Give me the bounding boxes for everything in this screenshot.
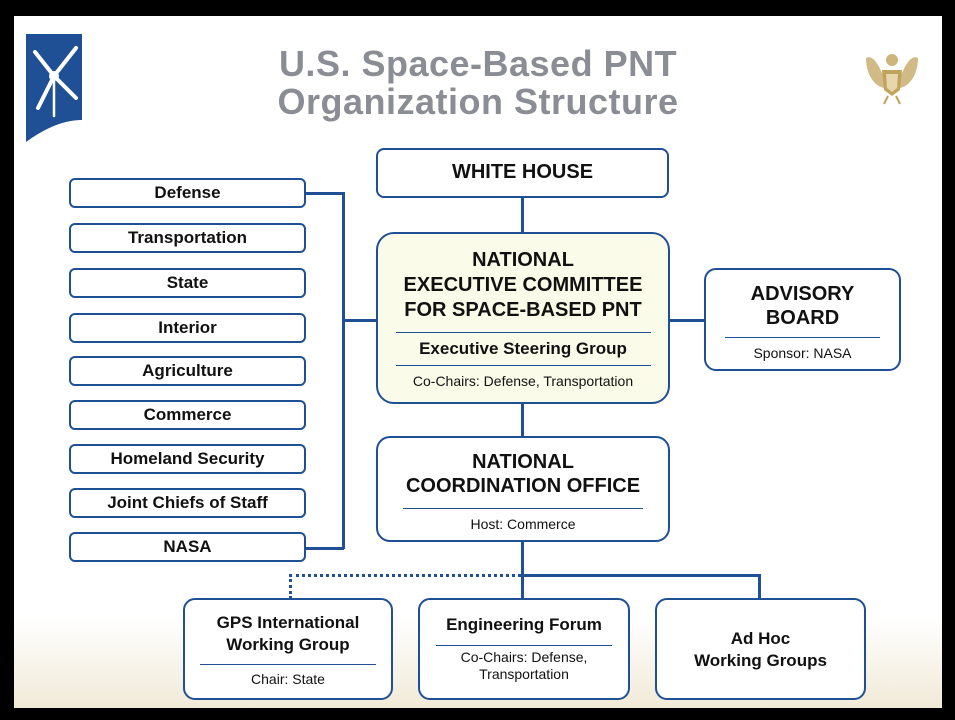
national-coordination-office-box: NATIONAL COORDINATION OFFICE Host: Comme…	[376, 436, 670, 542]
gps-working-group-title-line: GPS International	[216, 613, 360, 632]
agency-box-transportation: Transportation	[69, 223, 306, 253]
excom-cochairs-label: Co-Chairs: Defense, Transportation	[412, 373, 634, 389]
agency-box-defense: Defense	[69, 178, 306, 208]
advisory-board-title: ADVISORY BOARD	[706, 282, 899, 330]
title-line-1: U.S. Space-Based PNT	[278, 43, 678, 84]
white-house-label: WHITE HOUSE	[451, 161, 594, 183]
agency-box-homeland-security: Homeland Security	[69, 444, 306, 474]
agency-box-agriculture: Agriculture	[69, 356, 306, 386]
nco-title: NATIONAL COORDINATION OFFICE	[378, 450, 668, 498]
engineering-forum-cochairs-label: Co-Chairs: Defense, Transportation	[420, 649, 628, 683]
advisory-board-title-line: ADVISORY	[750, 283, 855, 305]
dotted-connector-line	[289, 574, 292, 599]
gps-working-group-chair-label: Chair: State	[251, 671, 325, 687]
groups-bus-line	[521, 574, 760, 577]
gps-working-group-title-line: Working Group	[226, 635, 350, 654]
advisory-board-box: ADVISORY BOARD Sponsor: NASA	[704, 268, 901, 371]
agency-box-joint-chiefs-of-staff: Joint Chiefs of Staff	[69, 488, 306, 518]
nco-to-groups-line	[521, 540, 524, 576]
nco-host-label: Host: Commerce	[470, 516, 576, 532]
national-executive-committee-box: NATIONAL EXECUTIVE COMMITTEE FOR SPACE-B…	[376, 232, 670, 404]
advisory-board-sponsor-label: Sponsor: NASA	[753, 345, 852, 361]
excom-title-line: FOR SPACE-BASED PNT	[404, 299, 642, 321]
excom-to-advisory-line	[670, 319, 704, 322]
nco-divider	[403, 508, 643, 509]
agency-box-nasa: NASA	[69, 532, 306, 562]
gps-working-group-divider	[200, 664, 376, 665]
whitehouse-to-excom-line	[521, 197, 524, 233]
ad-hoc-working-groups-title-line: Ad Hoc	[730, 629, 791, 648]
executive-steering-group-label: Executive Steering Group	[419, 339, 627, 358]
excom-divider	[395, 332, 651, 333]
agency-bracket-line	[306, 547, 344, 550]
agency-box-commerce: Commerce	[69, 400, 306, 430]
engineering-forum-box: Engineering Forum Co-Chairs: Defense, Tr…	[418, 598, 630, 700]
excom-title: NATIONAL EXECUTIVE COMMITTEE FOR SPACE-B…	[378, 248, 668, 323]
slide: U.S. Space-Based PNT Organization Struct…	[14, 16, 942, 708]
engineering-forum-cochairs-line: Transportation	[479, 666, 569, 682]
excom-title-line: EXECUTIVE COMMITTEE	[403, 274, 643, 296]
gps-international-working-group-box: GPS International Working Group Chair: S…	[183, 598, 393, 700]
excom-divider	[395, 365, 651, 366]
engineering-forum-cochairs-line: Co-Chairs: Defense,	[460, 649, 588, 665]
agency-to-excom-line	[342, 319, 376, 322]
excom-to-nco-line	[521, 402, 524, 438]
agency-bracket-line	[342, 192, 345, 549]
us-eagle-seal	[860, 48, 924, 108]
ad-hoc-working-groups-title-line: Working Groups	[694, 651, 827, 670]
title-line-2: Organization Structure	[277, 81, 679, 122]
dotted-connector-line	[289, 574, 521, 577]
ad-hoc-working-groups-box: Ad Hoc Working Groups	[655, 598, 866, 700]
agency-bracket-line	[306, 192, 344, 195]
advisory-board-divider	[725, 337, 880, 338]
excom-title-line: NATIONAL	[472, 249, 574, 271]
engineering-forum-title: Engineering Forum	[446, 615, 602, 634]
groups-drop-line	[758, 574, 761, 599]
agency-box-state: State	[69, 268, 306, 298]
advisory-board-title-line: BOARD	[765, 307, 840, 329]
nco-title-line: NATIONAL	[472, 451, 574, 473]
gps-working-group-title: GPS International Working Group	[185, 612, 391, 656]
engineering-forum-divider	[436, 645, 612, 646]
pnt-star-logo	[26, 34, 86, 142]
agency-box-interior: Interior	[69, 313, 306, 343]
ad-hoc-working-groups-title: Ad Hoc Working Groups	[657, 628, 864, 672]
white-house-box: WHITE HOUSE	[376, 148, 669, 198]
groups-drop-line	[521, 574, 524, 599]
nco-title-line: COORDINATION OFFICE	[405, 475, 641, 497]
